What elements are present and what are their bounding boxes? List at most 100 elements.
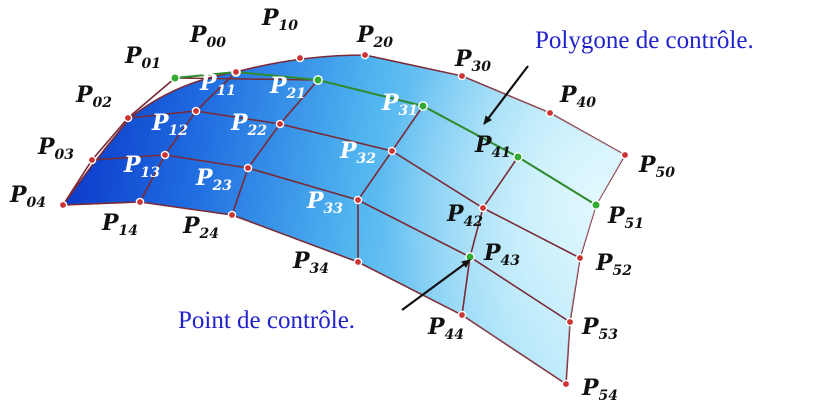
control-point-P21 <box>313 75 323 85</box>
label-P34: P34 <box>292 248 329 277</box>
label-main: P <box>189 22 208 48</box>
label-subscript: 13 <box>141 165 161 181</box>
label-subscript: 42 <box>464 214 484 230</box>
point-caption: Point de contrôle. <box>178 307 355 334</box>
control-point-P14 <box>135 197 145 207</box>
label-main: P <box>230 110 249 136</box>
control-point-P34 <box>353 257 363 267</box>
label-main: P <box>9 182 28 208</box>
label-subscript: 54 <box>599 388 618 404</box>
surface-highlight <box>63 55 625 384</box>
label-subscript: 44 <box>445 327 464 343</box>
label-main: P <box>339 138 358 164</box>
label-main: P <box>75 82 94 108</box>
control-point-P20 <box>360 50 370 60</box>
control-point-P00 <box>231 67 241 77</box>
label-P31: P31 <box>381 90 418 119</box>
label-main: P <box>124 43 143 69</box>
label-main: P <box>381 90 400 116</box>
control-point-P31 <box>418 101 428 111</box>
label-subscript: 01 <box>142 56 161 72</box>
label-subscript: 14 <box>119 223 138 239</box>
label-P02: P02 <box>75 82 112 111</box>
control-point-P33 <box>353 195 363 205</box>
control-point-P03 <box>87 155 97 165</box>
label-P24: P24 <box>182 213 219 242</box>
label-P54: P54 <box>581 375 618 404</box>
label-subscript: 22 <box>247 123 268 139</box>
label-main: P <box>454 46 473 72</box>
control-point-P22 <box>275 119 285 129</box>
label-P04: P04 <box>9 182 46 211</box>
label-main: P <box>292 248 311 274</box>
control-point-P52 <box>575 253 585 263</box>
label-P42: P42 <box>446 201 483 230</box>
grid-column-line <box>139 71 237 203</box>
grid-column-line <box>461 156 519 316</box>
label-subscript: 02 <box>93 95 113 111</box>
label-P01: P01 <box>124 43 161 72</box>
control-point-P50 <box>620 150 630 160</box>
label-main: P <box>182 213 201 239</box>
label-subscript: 41 <box>492 145 511 161</box>
label-P20: P20 <box>356 22 393 51</box>
control-point-P44 <box>457 310 467 320</box>
label-main: P <box>595 250 614 276</box>
label-main: P <box>306 188 325 214</box>
label-subscript: 03 <box>55 147 75 163</box>
label-main: P <box>638 152 657 178</box>
control-points <box>58 50 630 389</box>
control-point-P51 <box>591 200 601 210</box>
control-point-P40 <box>545 108 555 118</box>
label-subscript: 51 <box>625 216 644 232</box>
grid-column-line <box>357 105 424 262</box>
label-P43: P43 <box>483 240 520 269</box>
label-main: P <box>269 73 288 99</box>
label-P30: P30 <box>454 46 491 75</box>
grid-column-line <box>62 77 176 206</box>
label-subscript: 34 <box>310 261 329 277</box>
label-main: P <box>446 201 465 227</box>
label-main: P <box>151 110 170 136</box>
control-point-P43 <box>465 252 475 262</box>
label-subscript: 23 <box>212 178 233 194</box>
label-P40: P40 <box>559 82 596 111</box>
control-point-P12 <box>191 106 201 116</box>
control-point-P30 <box>457 71 467 81</box>
label-subscript: 04 <box>27 195 46 211</box>
control-point-P13 <box>160 150 170 160</box>
label-main: P <box>261 5 280 31</box>
label-subscript: 00 <box>207 35 227 51</box>
label-P51: P51 <box>607 203 644 232</box>
label-main: P <box>607 203 626 229</box>
label-subscript: 43 <box>501 253 521 269</box>
label-P21: P21 <box>269 73 306 102</box>
label-P32: P32 <box>339 138 376 167</box>
control-polygon-line <box>174 70 597 206</box>
label-P03: P03 <box>37 134 74 163</box>
label-subscript: 21 <box>286 86 306 102</box>
label-main: P <box>123 152 142 178</box>
control-point-P54 <box>561 379 571 389</box>
label-P52: P52 <box>595 250 632 279</box>
label-P14: P14 <box>101 210 138 239</box>
label-subscript: 20 <box>373 35 394 51</box>
point-arrow <box>401 259 471 311</box>
label-P13: P13 <box>123 152 160 181</box>
label-P41: P41 <box>474 132 511 161</box>
control-point-P23 <box>243 163 253 173</box>
grid-row-line <box>91 154 571 323</box>
label-subscript: 11 <box>217 83 236 99</box>
label-main: P <box>581 375 600 401</box>
label-subscript: 50 <box>656 165 676 181</box>
control-point-P53 <box>565 317 575 327</box>
polygon-caption: Polygone de contrôle. <box>535 27 754 54</box>
label-subscript: 30 <box>472 59 492 75</box>
label-P22: P22 <box>230 110 267 139</box>
control-point-P10 <box>295 53 305 63</box>
label-subscript: 31 <box>399 103 418 119</box>
control-point-P32 <box>387 146 397 156</box>
